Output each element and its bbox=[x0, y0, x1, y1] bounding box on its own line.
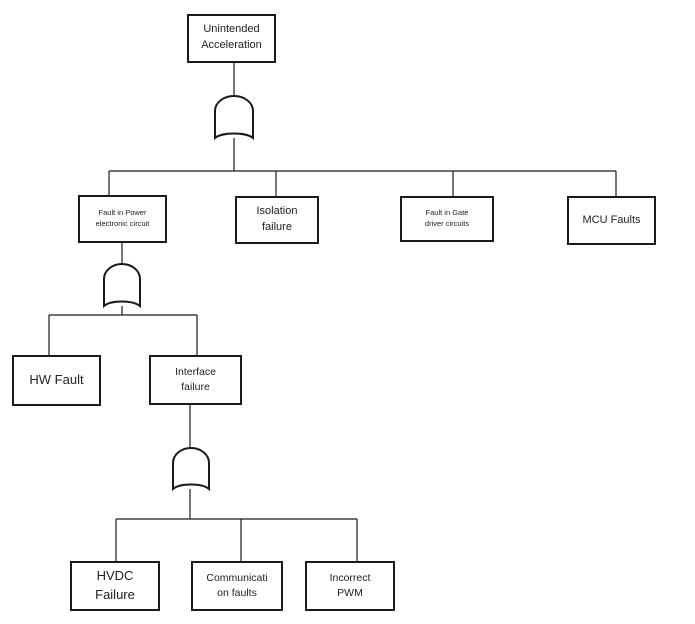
event-label-communication: Communicati on faults bbox=[206, 571, 268, 599]
event-box-interface: Interface failure bbox=[149, 355, 242, 405]
event-label-incorrect-pwm: Incorrect PWM bbox=[329, 571, 371, 599]
event-label-mcu: MCU Faults bbox=[582, 213, 641, 226]
event-box-incorrect-pwm: Incorrect PWM bbox=[305, 561, 395, 611]
event-label-isolation: Isolation failure bbox=[256, 205, 298, 233]
event-box-hw-fault: HW Fault bbox=[12, 355, 101, 406]
event-label-interface: Interface failure bbox=[175, 365, 216, 393]
event-label-power-electronic: Fault in Power electronic circuit bbox=[95, 208, 150, 228]
and-gate-2 bbox=[103, 263, 141, 309]
event-box-hvdc: HVDC Failure bbox=[70, 561, 160, 611]
event-box-power-electronic: Fault in Power electronic circuit bbox=[78, 195, 167, 243]
event-box-gate-driver: Fault in Gate driver circuits bbox=[400, 196, 494, 242]
event-box-communication: Communicati on faults bbox=[191, 561, 283, 611]
event-label-hvdc: HVDC Failure bbox=[95, 568, 135, 602]
top-event-box: Unintended Acceleration bbox=[187, 14, 276, 63]
event-box-mcu: MCU Faults bbox=[567, 196, 656, 245]
and-gate-1 bbox=[214, 95, 254, 141]
and-gate-3 bbox=[172, 447, 210, 492]
top-event-label: Unintended Acceleration bbox=[201, 23, 262, 51]
event-box-isolation: Isolation failure bbox=[235, 196, 319, 244]
event-label-hw-fault: HW Fault bbox=[29, 372, 84, 388]
event-label-gate-driver: Fault in Gate driver circuits bbox=[424, 208, 470, 228]
